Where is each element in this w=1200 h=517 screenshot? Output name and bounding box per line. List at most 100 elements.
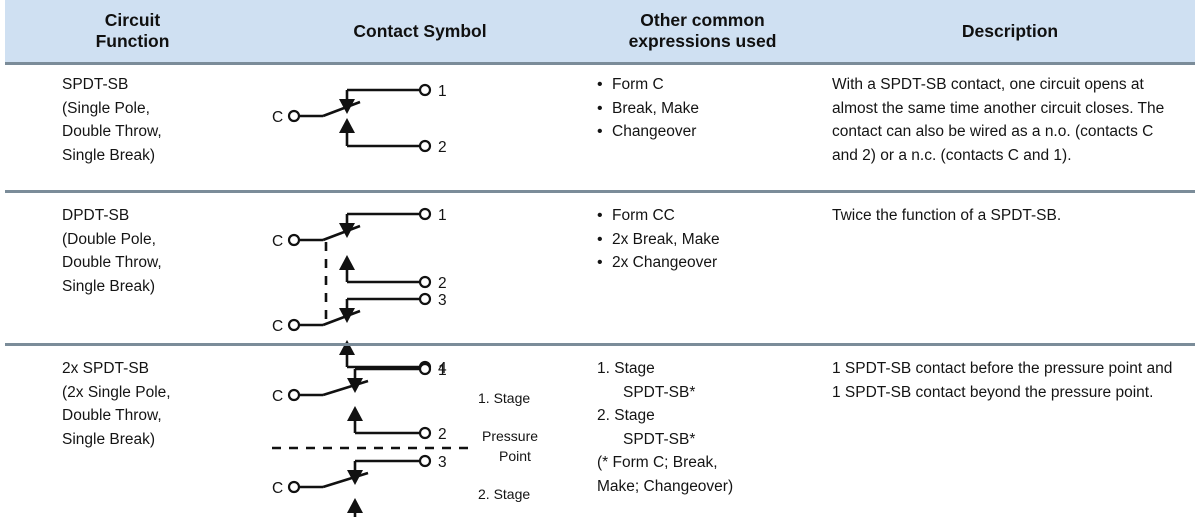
column-header-line1: Other common <box>640 10 765 30</box>
function-line: Double Throw, <box>62 407 162 424</box>
cell-circuit-function: DPDT-SB (Double Pole, Double Throw, Sing… <box>5 193 260 343</box>
cell-description: With a SPDT-SB contact, one circuit open… <box>825 62 1195 190</box>
cell-other-expressions: 1. Stage SPDT-SB* 2. Stage SPDT-SB* (* F… <box>580 346 825 509</box>
terminal-2-node <box>418 139 432 153</box>
cell-circuit-function: 2x SPDT-SB (2x Single Pole, Double Throw… <box>5 346 260 509</box>
terminal-2-label: 2 <box>438 139 447 156</box>
function-line: DPDT-SB <box>62 207 130 224</box>
list-item: 1. Stage <box>597 360 655 377</box>
expressions-list: Form C Break, Make Changeover <box>597 73 825 144</box>
column-header-contact-symbol: Contact Symbol <box>260 21 580 42</box>
function-line: Single Break) <box>62 430 156 448</box>
expressions-list: Form CC 2x Break, Make 2x Changeover <box>597 204 825 275</box>
spdt-sb-symbol: 1 C 2 <box>272 83 447 156</box>
table-header-row: Circuit Function Contact Symbol Other co… <box>5 0 1195 65</box>
cell-other-expressions: Form CC 2x Break, Make 2x Changeover <box>580 193 825 343</box>
list-item: 2x Changeover <box>597 251 825 275</box>
stage-2-annotation: 2. Stage <box>478 486 530 502</box>
terminal-3-node <box>418 292 432 306</box>
function-line: SPDT-SB <box>62 76 129 93</box>
terminal-1-label: 1 <box>438 207 447 224</box>
terminal-3-node <box>418 454 432 468</box>
cell-other-expressions: Form C Break, Make Changeover <box>580 62 825 190</box>
dpdt-sb-symbol: 1 C 2 3 C <box>272 207 447 377</box>
common-terminal-label: C <box>272 318 283 335</box>
cell-contact-symbol: 1 C 2 3 C <box>260 193 580 377</box>
expressions-numbered-list: 1. Stage SPDT-SB* 2. Stage SPDT-SB* <box>597 357 825 451</box>
terminal-2-arrowhead <box>339 118 355 133</box>
moving-contact-arm <box>322 471 369 489</box>
list-item: SPDT-SB* <box>623 383 696 401</box>
terminal-1-node <box>418 362 432 376</box>
terminal-1-label: 1 <box>438 83 447 100</box>
common-terminal-label: C <box>272 109 283 126</box>
common-terminal-node <box>287 109 301 123</box>
table-row: SPDT-SB (Single Pole, Double Throw, Sing… <box>5 62 1195 190</box>
pressure-point-annotation-line1: Pressure <box>482 428 538 444</box>
terminal-2-label: 2 <box>438 426 447 443</box>
cell-circuit-function: SPDT-SB (Single Pole, Double Throw, Sing… <box>5 62 260 190</box>
2x-spdt-sb-symbol: 1 C 2 3 C <box>272 362 538 517</box>
list-item: 2x Break, Make <box>597 228 825 252</box>
description-text: 1 SPDT-SB contact before the pressure po… <box>832 360 1173 401</box>
common-terminal-label: C <box>272 480 283 497</box>
column-header-line2: Function <box>95 31 170 51</box>
column-header-line2: expressions used <box>628 31 777 51</box>
terminal-3-label: 3 <box>438 454 447 471</box>
expressions-note-line: Make; Changeover) <box>597 477 734 495</box>
table-row: 2x SPDT-SB (2x Single Pole, Double Throw… <box>5 343 1195 517</box>
list-item: Form C <box>597 73 825 97</box>
stage-1-annotation: 1. Stage <box>478 390 530 406</box>
common-terminal-node <box>287 318 301 332</box>
terminal-4-arrowhead <box>339 340 355 355</box>
table-row: DPDT-SB (Double Pole, Double Throw, Sing… <box>5 190 1195 377</box>
function-line: Single Break) <box>62 146 156 164</box>
cell-description: 1 SPDT-SB contact before the pressure po… <box>825 346 1195 509</box>
column-header-line1: Contact Symbol <box>353 20 487 41</box>
list-item: SPDT-SB* <box>623 430 696 448</box>
common-terminal-node <box>287 233 301 247</box>
column-header-line1: Circuit <box>104 10 161 30</box>
cell-contact-symbol: 1 C 2 3 C <box>260 346 580 517</box>
terminal-1-node <box>418 207 432 221</box>
expressions-note-line: (* Form C; Break, <box>597 454 718 471</box>
function-line: 2x SPDT-SB <box>62 360 149 377</box>
terminal-2-label: 2 <box>438 275 447 292</box>
list-item: 2. Stage <box>597 407 655 424</box>
terminal-1-label: 1 <box>438 362 447 379</box>
moving-contact-arm <box>322 100 361 118</box>
terminal-2-node <box>418 426 432 440</box>
description-text: Twice the function of a SPDT-SB. <box>832 207 1062 224</box>
function-line: Double Throw, <box>62 254 162 271</box>
moving-contact-arm <box>322 309 361 327</box>
terminal-4-label: 4 <box>438 360 447 377</box>
function-line: (2x Single Pole, <box>62 383 171 401</box>
cell-contact-symbol: 1 C 2 <box>260 62 580 190</box>
description-text: With a SPDT-SB contact, one circuit open… <box>832 76 1165 164</box>
function-line: Double Throw, <box>62 123 162 140</box>
contact-types-table: Circuit Function Contact Symbol Other co… <box>5 0 1195 517</box>
common-terminal-label: C <box>272 388 283 405</box>
column-header-circuit-function: Circuit Function <box>5 10 260 52</box>
cell-description: Twice the function of a SPDT-SB. <box>825 193 1195 343</box>
moving-contact-arm <box>322 379 369 397</box>
terminal-1-node <box>418 83 432 97</box>
terminal-2-arrowhead <box>347 406 363 421</box>
terminal-4-arrowhead <box>347 498 363 513</box>
terminal-2-node <box>418 275 432 289</box>
column-header-description: Description <box>825 21 1195 42</box>
terminal-2-arrowhead <box>339 255 355 270</box>
list-item: Break, Make <box>597 97 825 121</box>
function-line: (Single Pole, <box>62 99 150 117</box>
common-terminal-node <box>287 388 301 402</box>
column-header-other-expressions: Other common expressions used <box>580 10 825 52</box>
common-terminal-node <box>287 480 301 494</box>
moving-contact-arm <box>322 224 361 242</box>
list-item: Changeover <box>597 120 825 144</box>
list-item: Form CC <box>597 204 825 228</box>
function-line: (Double Pole, <box>62 230 156 248</box>
column-header-line1: Description <box>961 20 1059 41</box>
common-terminal-label: C <box>272 233 283 250</box>
pressure-point-annotation-line2: Point <box>499 448 531 464</box>
terminal-3-label: 3 <box>438 292 447 309</box>
